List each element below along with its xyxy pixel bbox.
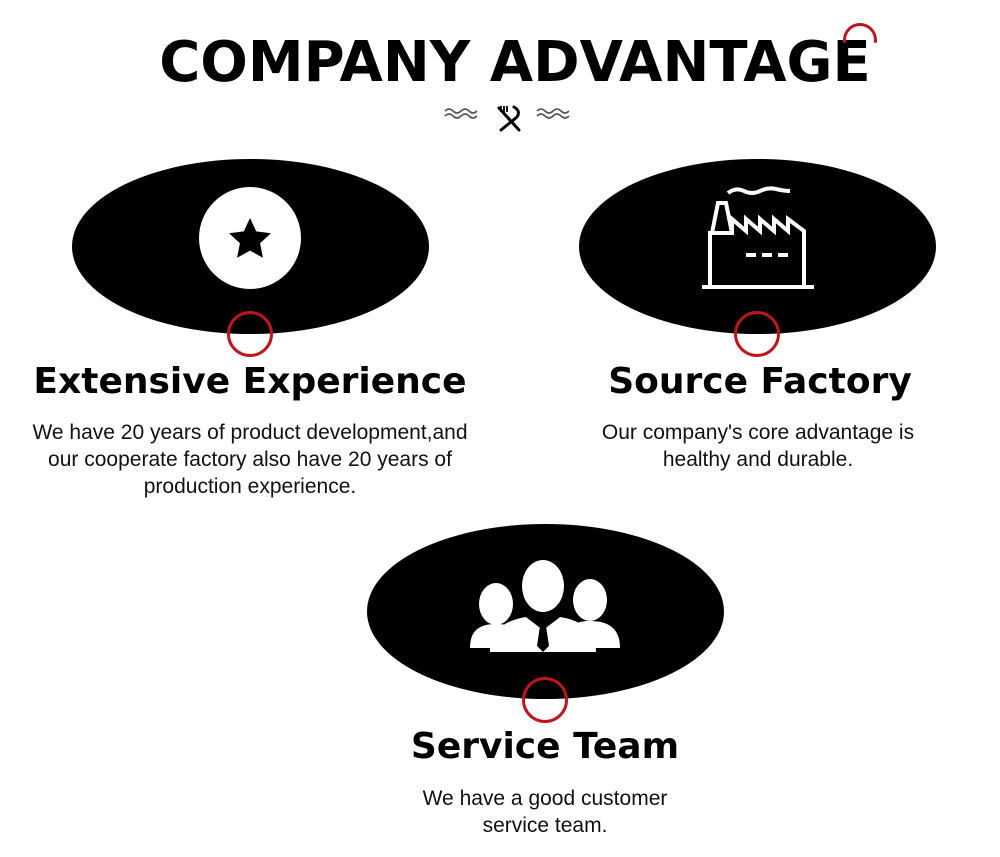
title-ornament	[444, 105, 570, 132]
page-title: COMPANY ADVANTAGE	[159, 30, 871, 95]
accent-ring	[522, 677, 568, 723]
star-icon	[199, 187, 301, 289]
fork-knife-icon	[497, 105, 521, 132]
team-icon	[470, 560, 620, 652]
card-description: We have 20 years of product development,…	[32, 421, 468, 498]
wave-left-icon	[444, 108, 478, 119]
card-description: We have a good customer service team.	[422, 787, 668, 837]
card-description: Our company's core advantage is healthy …	[601, 421, 915, 471]
factory-icon	[702, 186, 814, 289]
card-title: Service Team	[410, 726, 680, 767]
wave-right-icon	[536, 108, 570, 119]
icon-ellipse	[579, 159, 936, 334]
accent-ring	[734, 311, 780, 357]
title-accent-ring	[843, 23, 877, 43]
card-title: Source Factory	[608, 361, 912, 402]
accent-ring	[227, 311, 273, 357]
card-title: Extensive Experience	[33, 361, 467, 402]
